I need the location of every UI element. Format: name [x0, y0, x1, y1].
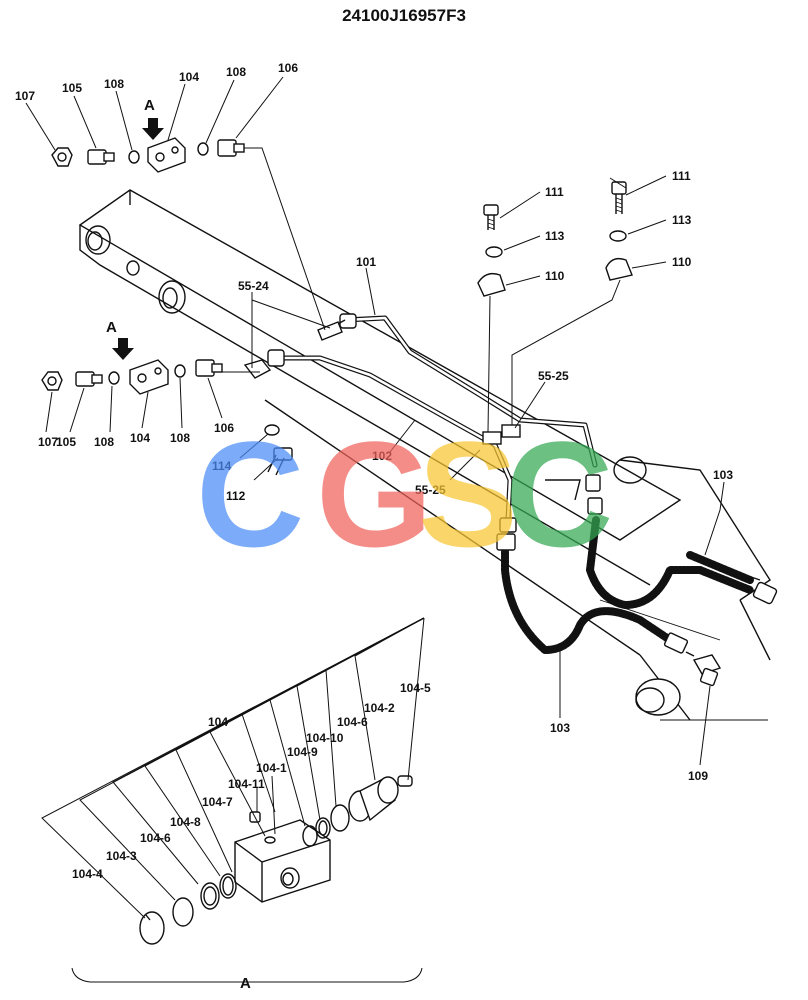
label-104-bot: 104 [208, 715, 228, 729]
part-labels: 107 105 108 A 104 108 106 101 55-24 111 … [15, 61, 733, 992]
clamp-55-24 [243, 321, 343, 379]
label-104-6-b: 104-6 [337, 715, 368, 729]
label-103-b: 103 [550, 721, 570, 735]
bolt-111b [611, 181, 627, 214]
arrow-a-top [142, 118, 164, 140]
label-104-5: 104-5 [400, 681, 431, 695]
arrow-a-mid [112, 338, 134, 360]
label-55-25-a: 55-25 [538, 369, 569, 383]
fitting-106 [217, 139, 245, 157]
washer-108b [197, 142, 209, 156]
ring-104-10 [315, 817, 331, 839]
label-104-8: 104-8 [170, 815, 201, 829]
label-108-top-2: 108 [226, 65, 246, 79]
label-110-b: 110 [672, 255, 692, 269]
label-106-mid: 106 [214, 421, 234, 435]
washer-113b [609, 230, 627, 242]
label-detail-a: A [240, 975, 251, 992]
label-104-2: 104-2 [364, 701, 395, 715]
label-104-top: 104 [179, 70, 199, 84]
label-104-7: 104-7 [202, 795, 233, 809]
diagram-title: 24100J16957F3 [342, 6, 466, 25]
block-104-1 [234, 819, 331, 903]
hose-103-left [496, 533, 695, 657]
label-102: 102 [372, 449, 392, 463]
middle-fitting-assembly [41, 338, 223, 395]
fitting-105 [87, 149, 115, 165]
label-104-9: 104-9 [287, 745, 318, 759]
ring-104-8 [219, 873, 237, 899]
label-104-3: 104-3 [106, 849, 137, 863]
fitting-109 [692, 654, 722, 687]
label-104-mid: 104 [130, 431, 150, 445]
washer-108d [174, 364, 186, 378]
label-104-10: 104-10 [306, 731, 344, 745]
clamp-110b [605, 257, 633, 281]
label-108-mid-2: 108 [170, 431, 190, 445]
watermark-letter-2: G [316, 410, 433, 578]
label-55-25-b: 55-25 [415, 483, 446, 497]
label-105-mid: 105 [56, 435, 76, 449]
washer-113a [485, 246, 503, 258]
label-114: 114 [212, 459, 232, 473]
watermark-letter-4: C [505, 410, 613, 578]
cap-nut-107b [41, 371, 63, 391]
label-104-11: 104-11 [228, 777, 265, 791]
fitting-105b [75, 371, 103, 387]
detail-a-bracket [71, 967, 423, 983]
bolt-111a [483, 204, 499, 230]
pipe-101 [319, 313, 598, 468]
detail-a-assembly [139, 775, 413, 945]
label-112: 112 [226, 489, 246, 503]
washer-114 [264, 424, 280, 436]
label-101: 101 [356, 255, 376, 269]
watermark-letter-1: C [196, 410, 304, 578]
ring-104-6b [330, 804, 350, 832]
plug-104-5 [397, 775, 413, 787]
label-113-a: 113 [545, 229, 565, 243]
label-107-mid: 107 [38, 435, 58, 449]
watermark: C G S C [196, 410, 613, 578]
label-109: 109 [688, 769, 708, 783]
clamp-110a [477, 272, 506, 297]
pipe-102 [267, 349, 603, 533]
label-110-a: 110 [545, 269, 565, 283]
snap-ring-104-4 [139, 911, 165, 945]
label-105-top: 105 [62, 81, 82, 95]
label-103-a: 103 [713, 468, 733, 482]
block-104 [147, 137, 186, 173]
label-104-4: 104-4 [72, 867, 103, 881]
label-107-top: 107 [15, 89, 35, 103]
label-106-top: 106 [278, 61, 298, 75]
cap-nut-107 [51, 147, 73, 167]
hose-103-right [586, 516, 778, 609]
ring-104-6a [200, 882, 220, 910]
label-108-mid-1: 108 [94, 435, 114, 449]
block-104b [129, 359, 169, 395]
label-111-a: 111 [545, 185, 564, 199]
swivel-104-2 [348, 776, 399, 822]
fitting-106b [195, 359, 223, 377]
watermark-letter-3: S [418, 410, 518, 578]
label-104-1: 104-1 [256, 761, 287, 775]
label-a-mid: A [106, 319, 117, 336]
label-111-b: 111 [672, 169, 691, 183]
leader-lines [25, 76, 725, 919]
label-a-top: A [144, 97, 155, 114]
label-113-b: 113 [672, 213, 692, 227]
ring-104-3 [172, 897, 194, 927]
label-55-24: 55-24 [238, 279, 269, 293]
ring-104-9 [302, 825, 318, 847]
washer-108c [108, 371, 120, 385]
top-fitting-assembly [51, 118, 245, 173]
washer-108 [128, 150, 140, 164]
label-108-top-1: 108 [104, 77, 124, 91]
label-104-6-a: 104-6 [140, 831, 171, 845]
